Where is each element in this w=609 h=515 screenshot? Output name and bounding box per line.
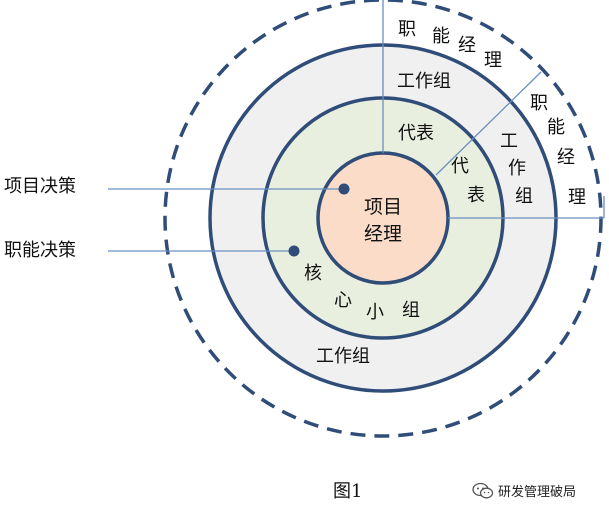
core-arc-char-4: 组 [402, 300, 420, 321]
diagonal-divider [435, 71, 542, 176]
core-arc-char-2: 心 [334, 290, 352, 311]
outer-top-char-2: 能 [432, 26, 450, 47]
outer-right-char-1: 职 [530, 93, 548, 114]
project-manager-circle [316, 151, 450, 285]
outer-right-char-4: 理 [568, 187, 586, 208]
workgroup-right-char-2: 作 [508, 158, 526, 179]
functional-decision-label: 职能决策 [4, 240, 76, 261]
center-label-line1: 项目 [364, 196, 402, 218]
workgroup-top-label: 工作组 [397, 71, 451, 92]
wechat-icon [472, 482, 494, 498]
core-right-char-2: 表 [467, 185, 485, 206]
core-arc-char-1: 核 [304, 263, 322, 284]
outer-top-char-3: 经 [458, 35, 476, 56]
outer-right-char-2: 能 [547, 117, 565, 138]
project-decision-label: 项目决策 [4, 176, 76, 197]
core-top-label: 代表 [398, 123, 434, 144]
figure-caption: 图1 [333, 481, 363, 502]
center-label-line2: 经理 [364, 223, 402, 245]
outer-top-char-1: 职 [398, 19, 416, 40]
core-arc-char-3: 小 [366, 302, 384, 323]
workgroup-right-char-3: 组 [515, 186, 533, 207]
outer-top-char-4: 理 [484, 50, 502, 71]
project-decision-dot [338, 183, 350, 195]
outer-right-char-3: 经 [557, 147, 575, 168]
functional-decision-dot [288, 245, 300, 257]
workgroup-right-char-1: 工 [500, 131, 518, 152]
watermark: 研发管理破局 [472, 481, 576, 500]
workgroup-bottom-label: 工作组 [316, 346, 370, 367]
watermark-text: 研发管理破局 [498, 485, 577, 500]
core-right-char-1: 代 [451, 156, 469, 177]
